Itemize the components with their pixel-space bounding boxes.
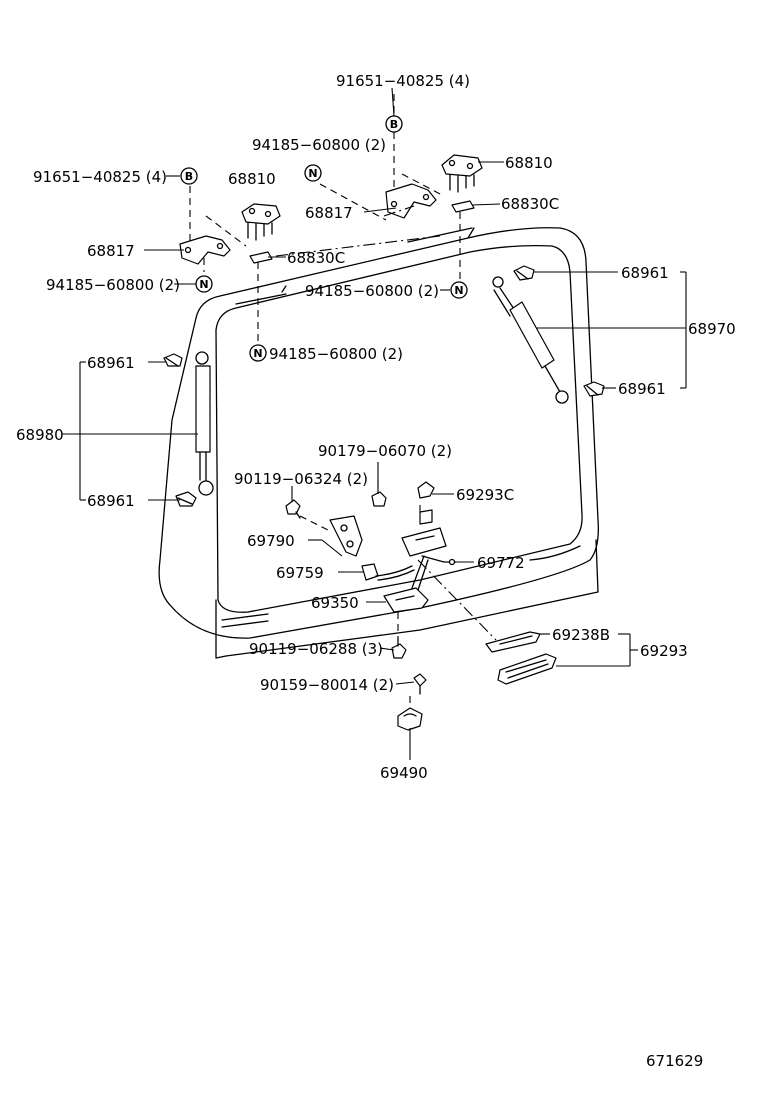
label-69238b: 69238B xyxy=(552,626,610,644)
label-68810-left: 68810 xyxy=(228,170,276,188)
lock-open-control-bracket xyxy=(329,515,363,557)
stay-ball-joint-br xyxy=(583,381,605,397)
label-94185-60800-d: 94185−60800 (2) xyxy=(269,345,403,363)
svg-text:N: N xyxy=(199,278,208,291)
label-69293c: 69293C xyxy=(456,486,514,504)
hinge-left xyxy=(241,203,281,241)
label-68817-right: 68817 xyxy=(305,204,353,222)
leader-lines xyxy=(62,87,687,760)
hinge-bracket-left xyxy=(179,235,231,265)
label-68970: 68970 xyxy=(688,320,736,338)
callout-n-c: N xyxy=(450,281,468,299)
diagram-code: 671629 xyxy=(646,1052,703,1070)
callout-b-top: B xyxy=(385,115,403,133)
back-door-stay-right xyxy=(492,276,569,404)
callout-b-left: B xyxy=(180,167,198,185)
hinge-shim-left xyxy=(249,251,273,264)
label-69772: 69772 xyxy=(477,554,525,572)
screw-90159-80014 xyxy=(413,673,427,695)
lock-cylinder xyxy=(401,509,447,557)
label-69350: 69350 xyxy=(311,594,359,612)
label-69759: 69759 xyxy=(276,564,324,582)
back-door-stay-left xyxy=(195,351,214,496)
reference-lines xyxy=(189,94,497,708)
stay-ball-joint-bl xyxy=(175,491,197,507)
callout-n-b: N xyxy=(195,275,213,293)
hinge-bracket-right xyxy=(385,183,437,219)
label-90159-80014: 90159−80014 (2) xyxy=(260,676,394,694)
label-68817-left: 68817 xyxy=(87,242,135,260)
label-90179-06070: 90179−06070 (2) xyxy=(318,442,452,460)
hinge-shim-right xyxy=(451,200,475,213)
label-68961-top-right: 68961 xyxy=(621,264,669,282)
label-69790: 69790 xyxy=(247,532,295,550)
label-68980: 68980 xyxy=(16,426,64,444)
striker-69490 xyxy=(397,707,423,731)
svg-text:N: N xyxy=(308,167,317,180)
bolt-90119-06288 xyxy=(391,637,407,659)
outside-handle-69293 xyxy=(497,653,557,685)
callout-n-d: N xyxy=(249,344,267,362)
label-91651-40825-top: 91651−40825 (4) xyxy=(336,72,470,90)
label-90119-06324: 90119−06324 (2) xyxy=(234,470,368,488)
back-door-panel xyxy=(158,227,599,659)
label-68961-bottom-right: 68961 xyxy=(618,380,666,398)
label-68830c-left: 68830C xyxy=(287,249,345,267)
label-68961-bottom-left: 68961 xyxy=(87,492,135,510)
stay-ball-joint-tl xyxy=(163,353,183,367)
label-94185-60800-a: 94185−60800 (2) xyxy=(252,136,386,154)
label-94185-60800-c: 94185−60800 (2) xyxy=(305,282,439,300)
bolt-90119-06324 xyxy=(285,499,301,519)
label-94185-60800-b: 94185−60800 (2) xyxy=(46,276,180,294)
label-69293: 69293 xyxy=(640,642,688,660)
svg-text:N: N xyxy=(454,284,463,297)
label-91651-40825-left: 91651−40825 (4) xyxy=(33,168,167,186)
lock-assy-69350 xyxy=(383,555,429,613)
label-68810-right: 68810 xyxy=(505,154,553,172)
svg-text:B: B xyxy=(185,170,193,183)
label-68830c-right: 68830C xyxy=(501,195,559,213)
label-68961-top-left: 68961 xyxy=(87,354,135,372)
label-69490: 69490 xyxy=(380,764,428,782)
clip-69293c xyxy=(417,481,435,499)
callout-n-a: N xyxy=(304,164,322,182)
label-90119-06288: 90119−06288 (3) xyxy=(249,640,383,658)
handle-pad-69238b xyxy=(485,631,541,653)
rod-69772 xyxy=(421,555,457,566)
stay-ball-joint-tr xyxy=(513,265,535,281)
hinge-right xyxy=(441,154,483,193)
nut-90179-06070 xyxy=(371,491,387,507)
svg-text:N: N xyxy=(253,347,262,360)
svg-text:B: B xyxy=(390,118,398,131)
rod-69759 xyxy=(361,563,415,581)
